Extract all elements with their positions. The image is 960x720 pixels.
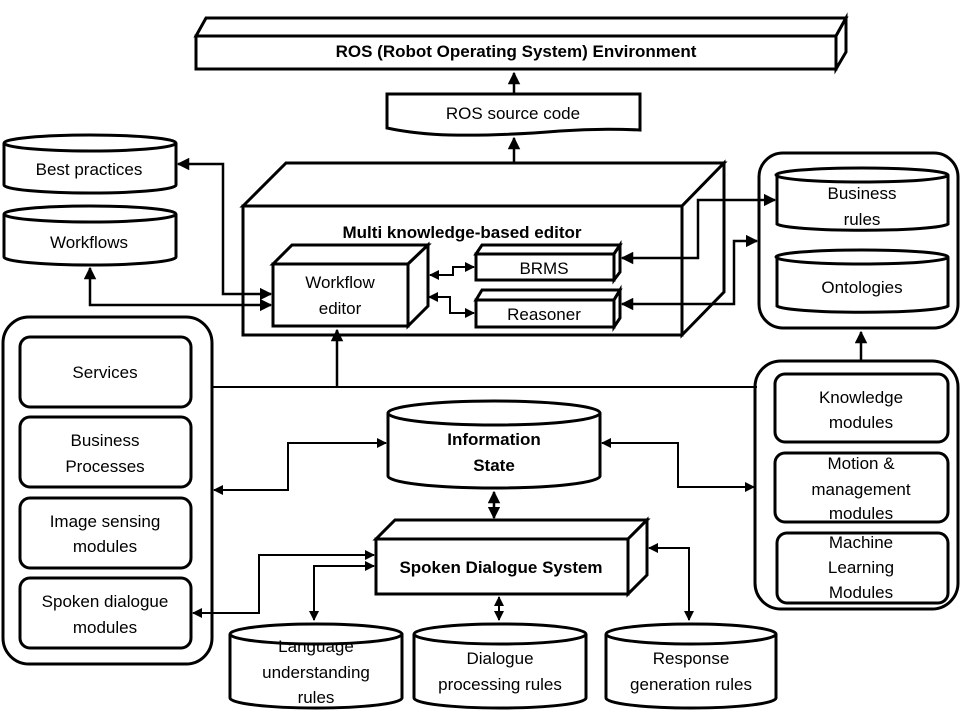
services-label: Services — [72, 363, 137, 382]
workflow-editor-box[interactable]: Workflow editor — [269, 241, 432, 330]
business-processes-module[interactable]: Business Processes — [18, 415, 193, 489]
spoken-dialogue-module[interactable]: Spoken dialogue modules — [18, 576, 193, 650]
information-state-label-line2: State — [473, 456, 515, 475]
arrow-info-state-left-modules — [213, 438, 387, 495]
brms-label: BRMS — [519, 259, 568, 278]
information-state-store: Information State — [386, 399, 602, 490]
business-processes-label-line1: Business — [71, 431, 140, 450]
response-rules-label-line1: Response — [653, 649, 730, 668]
arrow-reasoner-ontologies — [620, 234, 759, 311]
workflows-store: Workflows — [2, 204, 178, 267]
image-sensing-label-line1: Image sensing — [50, 512, 161, 531]
workflow-editor-label-line2: editor — [319, 299, 362, 318]
workflow-editor-label-line1: Workflow — [305, 273, 375, 292]
best-practices-label: Best practices — [36, 160, 143, 179]
dialogue-processing-store: Dialogue processing rules — [412, 622, 588, 710]
response-generation-store: Response generation rules — [604, 622, 778, 710]
arrow-sds-spoken-dialogue-modules — [192, 550, 375, 618]
motion-module-label-line2: management — [811, 480, 911, 499]
arrow-workflow-brms — [429, 262, 475, 280]
ml-module-label-line2: Learning — [828, 558, 894, 577]
machine-learning-module[interactable]: Machine Learning Modules — [775, 531, 950, 605]
image-sensing-label-line2: modules — [73, 537, 137, 556]
ros-environment-label: ROS (Robot Operating System) Environment — [336, 42, 697, 61]
knowledge-module-label-line2: modules — [829, 413, 893, 432]
motion-module-label-line3: modules — [829, 504, 893, 523]
dialogue-rules-label-line2: processing rules — [438, 675, 562, 694]
information-state-label-line1: Information — [447, 430, 541, 449]
spoken-dialogue-label-line1: Spoken dialogue — [42, 592, 169, 611]
response-rules-label-line2: generation rules — [630, 675, 752, 694]
language-understanding-store: Language understanding rules — [228, 622, 404, 710]
sds-label: Spoken Dialogue System — [399, 558, 602, 577]
knowledge-module[interactable]: Knowledge modules — [773, 372, 950, 444]
ros-environment-box: ROS (Robot Operating System) Environment — [193, 12, 849, 75]
language-rules-label-line3: rules — [298, 688, 335, 707]
reasoner-label: Reasoner — [507, 305, 581, 324]
ros-source-code-label: ROS source code — [446, 104, 580, 123]
arrow-workflow-reasoner — [428, 292, 475, 318]
business-rules-label-line1: Business — [828, 184, 897, 203]
reasoner-box[interactable]: Reasoner — [473, 284, 623, 332]
services-module[interactable]: Services — [18, 335, 193, 409]
ros-source-code-document: ROS source code — [385, 92, 642, 137]
ml-module-label-line1: Machine — [829, 533, 893, 552]
arrow-info-state-right-modules — [601, 438, 755, 492]
arrow-workflows-workflow-editor — [83, 266, 273, 312]
image-sensing-module[interactable]: Image sensing modules — [18, 496, 193, 570]
arrow-sds-language-rules — [309, 561, 375, 621]
arrow-sds-response-rules — [648, 543, 694, 621]
ml-module-label-line3: Modules — [829, 583, 893, 602]
best-practices-store: Best practices — [2, 133, 178, 195]
ontologies-label: Ontologies — [821, 278, 902, 297]
motion-management-module[interactable]: Motion & management modules — [773, 451, 950, 524]
knowledge-store-container: Business rules Ontologies — [757, 151, 960, 330]
workflows-label: Workflows — [50, 233, 128, 252]
dialogue-rules-label-line1: Dialogue — [466, 649, 533, 668]
knowledge-module-label-line1: Knowledge — [819, 388, 903, 407]
business-processes-label-line2: Processes — [65, 457, 144, 476]
language-rules-label-line2: understanding — [262, 663, 370, 682]
spoken-dialogue-system-box[interactable]: Spoken Dialogue System — [372, 516, 651, 598]
business-rules-label-line2: rules — [844, 210, 881, 229]
motion-module-label-line1: Motion & — [827, 454, 895, 473]
spoken-dialogue-label-line2: modules — [73, 618, 137, 637]
brms-box[interactable]: BRMS — [473, 240, 623, 285]
language-rules-label-line1: Language — [278, 637, 354, 656]
editor-title: Multi knowledge-based editor — [343, 223, 582, 242]
